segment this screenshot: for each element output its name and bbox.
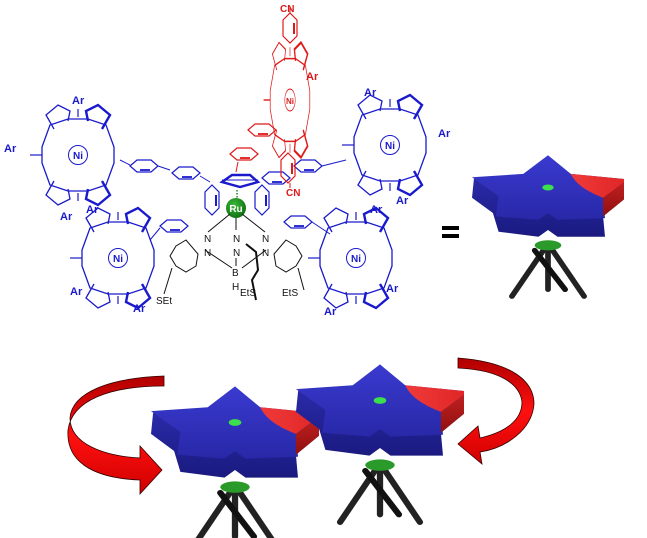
label-ar: Ar: [364, 87, 377, 99]
label-ar: Ar: [370, 204, 383, 216]
label-n: N: [233, 248, 240, 259]
label-ar: Ar: [72, 95, 85, 107]
label-h: H: [232, 282, 239, 293]
label-ar: Ar: [133, 303, 146, 315]
rotor-cartoon-left: [151, 386, 319, 538]
label-b: B: [232, 268, 239, 279]
porphyrin-bottom-right: [306, 206, 394, 310]
label-ar: Ar: [324, 306, 337, 318]
label-n: N: [233, 234, 240, 245]
equals-sign: [442, 226, 459, 238]
label-ni: Ni: [73, 151, 83, 162]
label-ar: Ar: [86, 204, 99, 216]
label-ar-red: Ar: [306, 71, 319, 83]
label-n: N: [262, 248, 269, 259]
label-ar: Ar: [60, 211, 73, 223]
label-ar: Ar: [4, 143, 17, 155]
label-ni: Ni: [385, 141, 395, 152]
biphenyl-linkers: [119, 159, 347, 241]
ruthenium-center: Ru: [226, 190, 246, 218]
rotor-cartoon-single: [472, 155, 624, 296]
porphyrin-bottom-left: [68, 206, 156, 310]
label-ar: Ar: [70, 286, 83, 298]
porphyrin-top-left: [28, 103, 116, 207]
label-set-left: SEt: [156, 296, 172, 307]
label-ar: Ar: [386, 283, 399, 295]
label-ar: Ar: [396, 195, 409, 207]
label-ets-right: EtS: [282, 288, 298, 299]
label-cn-top: CN: [280, 4, 294, 15]
tris-indazolylborate: [163, 213, 305, 301]
rotation-arrow-right: [457, 357, 535, 465]
label-n: N: [204, 248, 211, 259]
molecular-structure: Ru N N N N N N B H SEt EtS EtS: [4, 4, 451, 318]
label-ru: Ru: [229, 204, 242, 215]
label-cn-mid: CN: [286, 188, 300, 199]
label-ni: Ni: [113, 254, 123, 265]
label-n: N: [262, 234, 269, 245]
label-ni: Ni: [286, 97, 294, 106]
porphyrin-top-right: [340, 93, 428, 197]
label-ets-mid: EtS: [240, 288, 256, 299]
rotation-arrow-left: [67, 375, 165, 496]
label-n: N: [204, 234, 211, 245]
red-linkers: [229, 8, 298, 188]
label-ar: Ar: [438, 128, 451, 140]
label-ni: Ni: [351, 254, 361, 265]
rotor-cartoon-right: [296, 364, 464, 522]
